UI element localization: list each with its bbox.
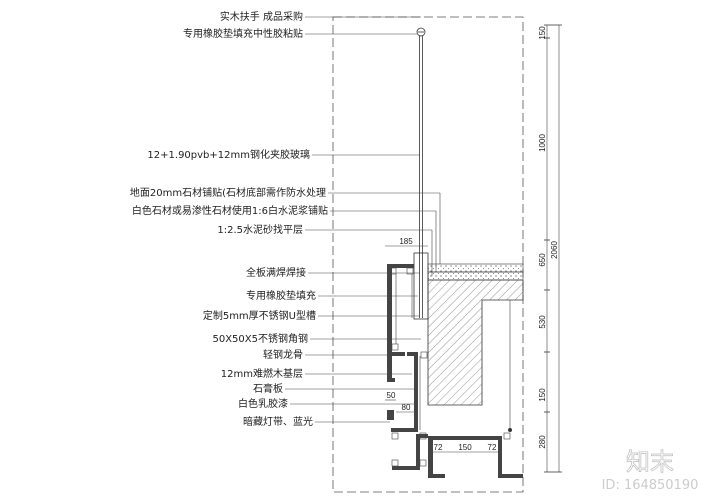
leader-lines (285, 16, 441, 423)
label-gypsum-board: 石膏板 (253, 382, 283, 395)
svg-text:80: 80 (402, 403, 411, 412)
label-screed: 1:2.5水泥砂找平层 (217, 223, 303, 236)
annotation-labels: 实木扶手 成品采购 专用橡胶垫填充中性胶粘贴 12+1.90pvb+12mm钢化… (130, 10, 328, 428)
vertical-dimensions: 150 1000 650 530 150 280 2060 (538, 24, 562, 473)
u-channel (413, 252, 429, 320)
svg-text:50: 50 (387, 391, 396, 400)
label-stone-floor: 地面20mm石材铺贴(石材底部需作防水处理 (130, 186, 326, 199)
label-rubber-gasket-glue: 专用橡胶垫填充中性胶粘贴 (183, 27, 303, 40)
cladding-frame (387, 264, 523, 478)
label-full-weld: 全板满焊焊接 (246, 266, 306, 279)
svg-text:185: 185 (399, 237, 413, 246)
svg-text:150: 150 (458, 443, 472, 452)
label-white-stone: 白色石材或易渗性石材使用1:6白水泥浆铺贴 (132, 204, 328, 217)
svg-text:150: 150 (538, 388, 547, 402)
horizontal-dimensions: 185 50 80 72 150 72 (385, 237, 502, 453)
glass-panel (419, 36, 423, 318)
svg-text:530: 530 (538, 315, 547, 329)
label-angle-steel: 50X50X5不锈钢角钢 (212, 332, 308, 345)
dashed-boundary (332, 16, 524, 493)
svg-text:280: 280 (538, 435, 547, 449)
label-latex-paint: 白色乳胶漆 (238, 397, 288, 410)
label-hidden-light-strip: 暗藏灯带、蓝光 (243, 415, 313, 428)
svg-text:150: 150 (538, 26, 547, 40)
watermark: 知末 ID: 164850190 (602, 448, 699, 493)
stone-finish (427, 263, 524, 273)
label-laminated-glass: 12+1.90pvb+12mm钢化夹胶玻璃 (147, 148, 310, 161)
label-rubber-gasket: 专用橡胶垫填充 (246, 289, 316, 302)
svg-text:650: 650 (538, 253, 547, 267)
svg-text:72: 72 (488, 443, 497, 452)
svg-text:72: 72 (434, 443, 443, 452)
label-handrail: 实木扶手 成品采购 (220, 10, 303, 23)
watermark-id: ID: 164850190 (602, 478, 699, 493)
svg-text:1000: 1000 (538, 134, 547, 152)
handrail (416, 27, 426, 37)
label-u-channel: 定制5mm厚不锈钢U型槽 (203, 309, 316, 322)
label-wood-base: 12mm难燃木基层 (221, 367, 303, 380)
screed-layer (427, 271, 524, 281)
watermark-logo: 知末 (626, 448, 674, 476)
label-light-steel-keel: 轻钢龙骨 (263, 348, 303, 361)
svg-text:2060: 2060 (550, 241, 559, 259)
concrete-slab (427, 279, 524, 406)
